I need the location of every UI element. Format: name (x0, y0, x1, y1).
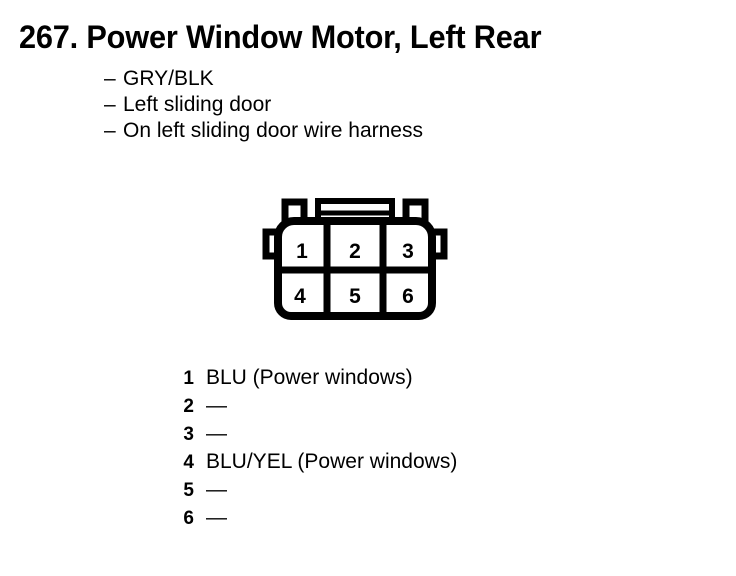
dash-marker: – (104, 119, 116, 142)
connector-diagram: 1 2 3 4 5 6 (240, 190, 470, 335)
pin-value: — (206, 394, 227, 417)
pin-value: — (206, 422, 227, 445)
pin-number: 6 (183, 508, 194, 529)
pin-number: 4 (183, 452, 194, 473)
pin-number: 2 (183, 396, 194, 417)
cavity-label-6: 6 (402, 285, 414, 308)
note-item: – GRY/BLK (104, 66, 664, 92)
dash-marker: – (104, 93, 116, 116)
note-text: Left sliding door (123, 93, 272, 116)
pin-row: 1 BLU (Power windows) (168, 366, 688, 394)
cavity-label-3: 3 (402, 240, 414, 263)
pin-value: BLU/YEL (Power windows) (206, 450, 458, 473)
pin-row: 3 — (168, 422, 688, 450)
pin-value: — (206, 478, 227, 501)
page-title: 267. Power Window Motor, Left Rear (19, 19, 542, 55)
note-item: – Left sliding door (104, 92, 664, 118)
note-list: – GRY/BLK – Left sliding door – On left … (104, 66, 664, 144)
note-text: GRY/BLK (123, 67, 214, 90)
cavity-label-1: 1 (296, 240, 308, 263)
cavity-label-2: 2 (349, 240, 361, 263)
pin-value: BLU (Power windows) (206, 366, 413, 389)
pin-number: 3 (183, 424, 194, 445)
pin-row: 4 BLU/YEL (Power windows) (168, 450, 688, 478)
pin-number: 5 (183, 480, 194, 501)
pin-row: 6 — (168, 506, 688, 534)
pin-value: — (206, 506, 227, 529)
note-text: On left sliding door wire harness (123, 119, 423, 142)
dash-marker: – (104, 67, 116, 90)
pin-number: 1 (183, 368, 194, 389)
pin-row: 2 — (168, 394, 688, 422)
note-item: – On left sliding door wire harness (104, 118, 664, 144)
pin-assignment-list: 1 BLU (Power windows) 2 — 3 — 4 BLU/YEL … (168, 366, 688, 534)
cavity-label-4: 4 (294, 285, 306, 308)
cavity-label-5: 5 (349, 285, 361, 308)
pin-row: 5 — (168, 478, 688, 506)
